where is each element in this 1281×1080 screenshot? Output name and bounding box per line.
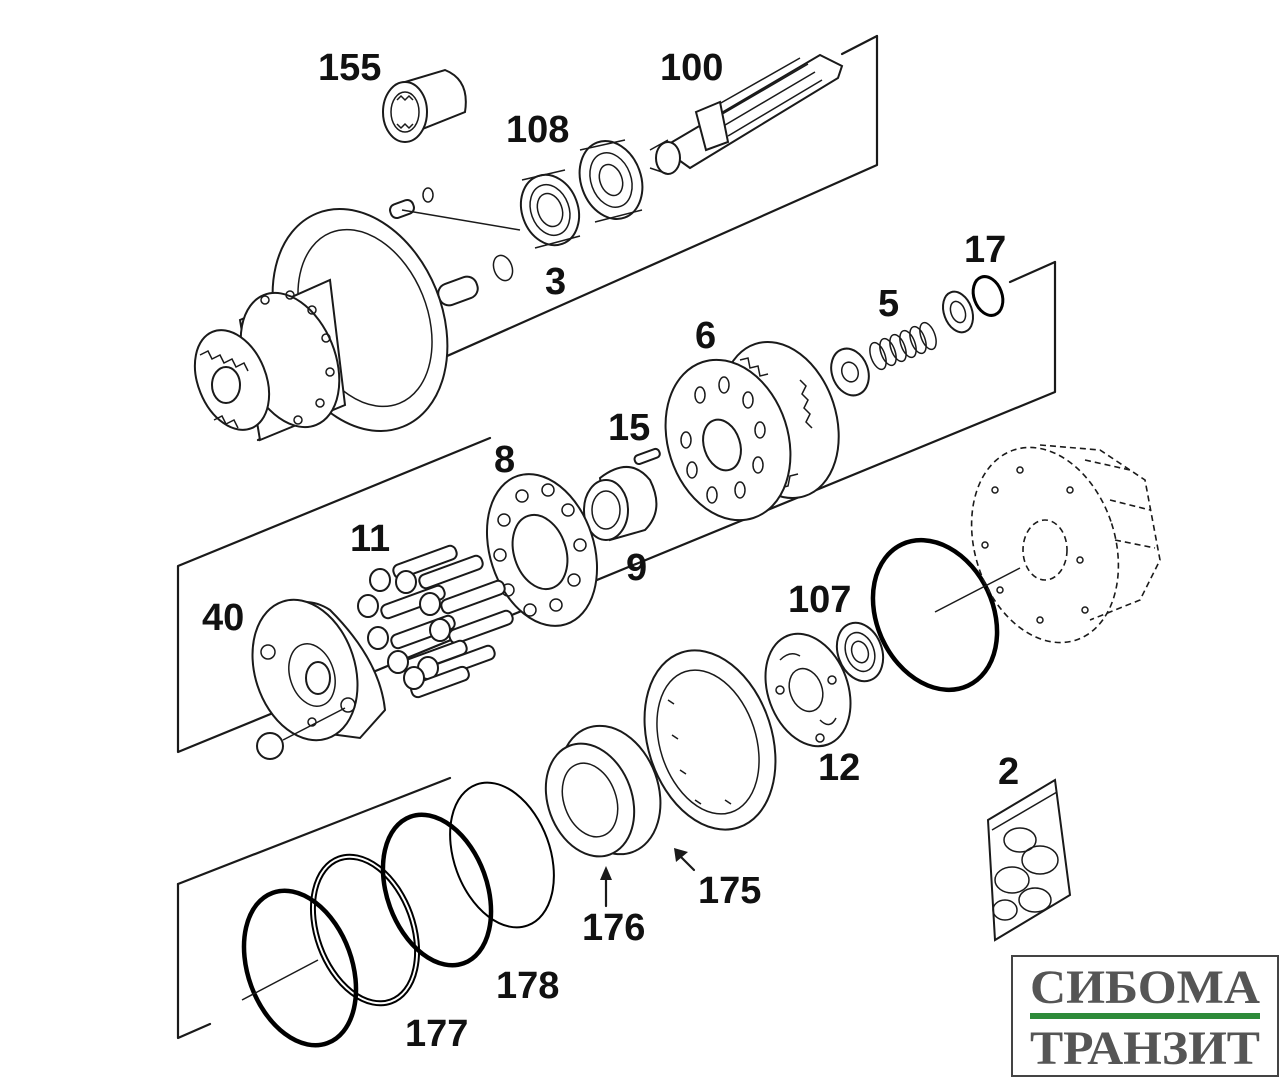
spring-seat (830, 347, 870, 397)
frame-group-1 (256, 34, 879, 442)
piston (419, 579, 506, 616)
rear-housing-dashed (970, 444, 1161, 644)
part-12-valve-plate (764, 632, 852, 748)
part-40-swash-plate (251, 598, 387, 760)
label-100: 100 (660, 47, 723, 89)
part-108-bearing (578, 139, 644, 223)
arrow-175 (674, 848, 696, 872)
piston (369, 544, 458, 592)
part-17-ring (971, 275, 1005, 317)
logo-accent-bar (1030, 1013, 1260, 1019)
piston (395, 554, 484, 594)
label-15: 15 (608, 407, 650, 449)
part-175-housing (643, 649, 777, 831)
cylinder-bores (680, 376, 766, 504)
o-ring-178-heavy (380, 812, 494, 968)
piston (429, 609, 514, 645)
label-176: 176 (582, 907, 645, 949)
logo-line-2: ТРАНЗИТ (1030, 1022, 1260, 1075)
part-11-pistons (357, 544, 514, 699)
label-40: 40 (202, 597, 244, 639)
label-3: 3 (545, 261, 566, 303)
label-155: 155 (318, 47, 381, 89)
part-15-pin (633, 447, 661, 466)
logo-line-1: СИБОМА (1030, 961, 1260, 1014)
part-5-spring (869, 321, 937, 371)
part-6-cylinder-block (664, 340, 840, 522)
label-108: 108 (506, 109, 569, 151)
part-155-bushing (382, 68, 467, 143)
arrow-176 (600, 866, 612, 908)
label-177: 177 (405, 1013, 468, 1055)
label-12: 12 (818, 747, 860, 789)
washer-17 (942, 290, 974, 334)
company-logo: СИБОМА ТРАНЗИТ (1011, 955, 1279, 1077)
retainer-holes (493, 483, 587, 617)
o-ring-large-107 (870, 537, 1021, 693)
label-178: 178 (496, 965, 559, 1007)
part-107-bearing (835, 621, 885, 683)
part-9-bushing (583, 466, 658, 542)
label-9: 9 (626, 547, 647, 589)
frame-group-2 (176, 260, 1057, 754)
part-2-seal-kit (986, 778, 1072, 942)
label-2: 2 (998, 751, 1019, 793)
part-100-shaft (649, 53, 844, 175)
label-11: 11 (350, 518, 390, 560)
label-107: 107 (788, 579, 851, 621)
part-labels: 155 100 108 3 17 5 6 15 8 11 9 40 107 12… (202, 47, 1019, 1055)
label-6: 6 (695, 315, 716, 357)
o-ring-177-heavy (241, 888, 359, 1048)
label-17: 17 (964, 229, 1006, 271)
part-176-seal-ring (544, 724, 662, 858)
small-pins-group-1 (389, 187, 521, 307)
part-8-retainer-plate (485, 473, 599, 627)
o-ring-178-light (449, 781, 555, 929)
label-8: 8 (494, 439, 515, 481)
hub-housing (193, 208, 449, 442)
piston (403, 665, 470, 699)
frame-group-3 (176, 776, 452, 1040)
label-5: 5 (878, 283, 899, 325)
label-175: 175 (698, 870, 761, 912)
part-3-bearing (519, 169, 581, 249)
o-ring-177-double (309, 853, 421, 1007)
